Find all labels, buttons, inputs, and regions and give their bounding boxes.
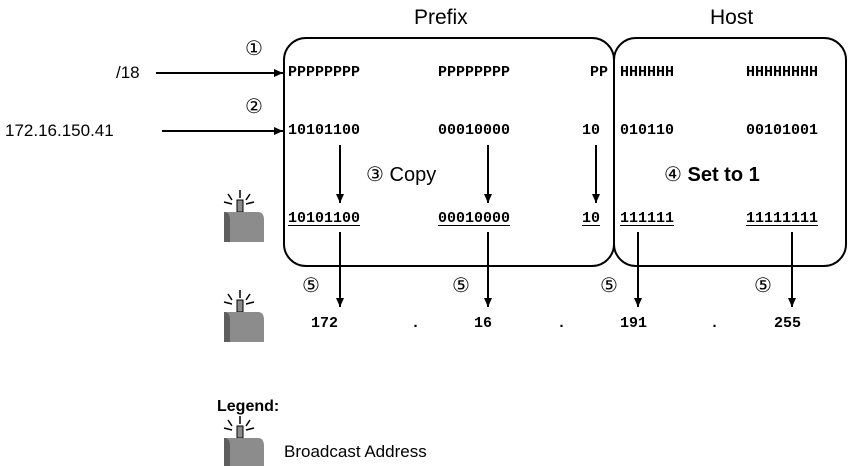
step-3-marker: ③	[366, 164, 384, 186]
mask-octet-4: HHHHHHHH	[746, 64, 819, 81]
decimal-dot-2: .	[557, 315, 567, 332]
address-octet-3-host: 010110	[620, 122, 675, 139]
broadcast-octet-4: 11111111	[746, 210, 819, 227]
mask-octet-1: PPPPPPPP	[288, 64, 361, 81]
host-header: Host	[710, 6, 754, 29]
mailbox-broadcast-icon	[223, 190, 264, 242]
address-octet-2: 00010000	[438, 122, 511, 139]
step-2-marker: ②	[245, 96, 263, 118]
step-1-marker: ①	[245, 38, 263, 60]
step-5-marker-4: ⑤	[754, 275, 772, 297]
decimal-octet-3: 191	[620, 315, 648, 332]
broadcast-octet-3-prefix: 10	[582, 210, 601, 227]
decimal-octet-4: 255	[774, 315, 802, 332]
step-4-label: ④ Set to 1	[664, 162, 760, 187]
legend-broadcast-label: Broadcast Address	[284, 442, 427, 461]
address-label: 172.16.150.41	[5, 121, 114, 140]
set-to-1-text: Set to 1	[687, 164, 760, 186]
decimal-dot-3: .	[710, 315, 720, 332]
decimal-octet-1: 172	[311, 315, 339, 332]
mask-octet-3-host: HHHHHH	[620, 64, 675, 81]
mask-label: /18	[116, 63, 140, 82]
address-octet-1: 10101100	[288, 122, 361, 139]
step-5-marker-3: ⑤	[600, 275, 618, 297]
mailbox-broadcast-icon	[223, 290, 264, 342]
step-5-marker-2: ⑤	[452, 275, 470, 297]
mask-octet-3-prefix: PP	[590, 64, 609, 81]
step-4-marker: ④	[664, 164, 682, 186]
broadcast-octet-1: 10101100	[288, 210, 361, 227]
step-3-label: ③ Copy	[366, 162, 436, 187]
mailbox-broadcast-icon	[223, 416, 264, 466]
mask-octet-2: PPPPPPPP	[438, 64, 511, 81]
decimal-octet-2: 16	[474, 315, 493, 332]
decimal-dot-1: .	[411, 315, 421, 332]
broadcast-octet-2: 00010000	[438, 210, 511, 227]
legend-title: Legend:	[217, 398, 280, 415]
prefix-header: Prefix	[414, 6, 468, 29]
step-5-marker-1: ⑤	[302, 275, 320, 297]
broadcast-octet-3-host: 111111	[620, 210, 675, 227]
address-octet-3-prefix: 10	[582, 122, 601, 139]
address-octet-4: 00101001	[746, 122, 819, 139]
host-box	[613, 37, 847, 267]
copy-text: Copy	[389, 164, 437, 186]
